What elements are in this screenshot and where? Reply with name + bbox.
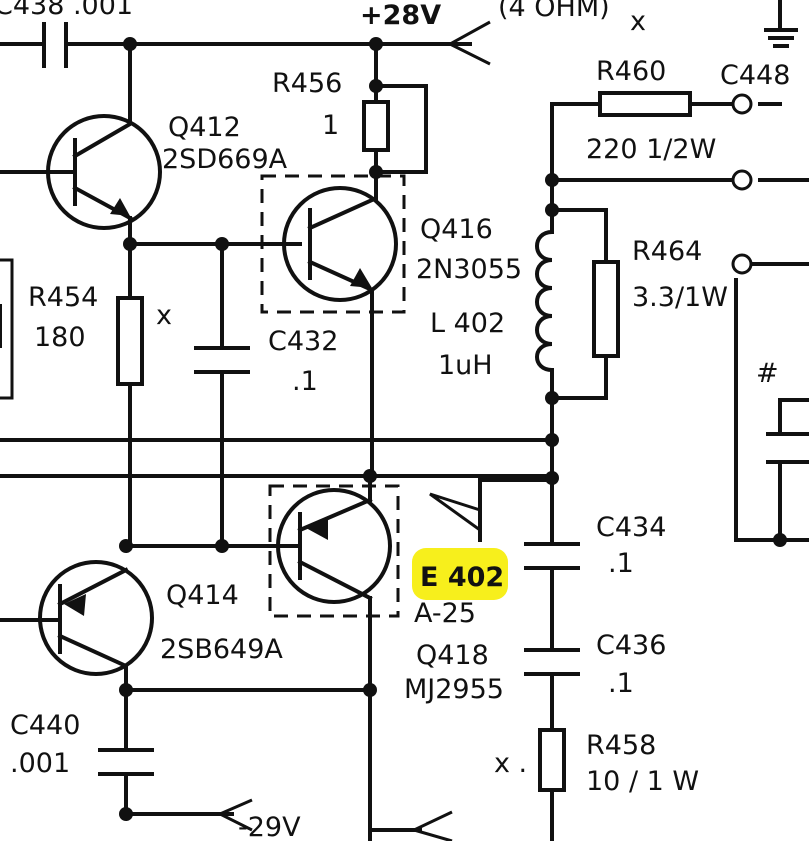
resistors: [116, 91, 692, 792]
label-q416: Q416: [420, 214, 493, 245]
label-q416-part: 2N3055: [416, 254, 522, 285]
left-bracket: [0, 258, 14, 400]
transistor-q418: [268, 484, 400, 618]
label-28v: +28V: [360, 0, 441, 31]
label-r464: R464: [632, 236, 702, 267]
label-q412-part: 2SD669A: [162, 144, 288, 175]
label-c438: C438 .001: [0, 0, 133, 21]
label-4ohm: (4 OHM): [498, 0, 610, 23]
label-c434: C434: [596, 512, 666, 543]
junction-dots: [119, 37, 787, 821]
label-c440-value: .001: [10, 748, 70, 779]
label-q418-part: MJ2955: [404, 674, 504, 705]
label-x-mid: x: [156, 300, 172, 331]
label-c448: C448: [720, 60, 790, 91]
label-q412: Q412: [168, 112, 241, 143]
transistor-q412: [46, 114, 162, 230]
label-q414: Q414: [166, 580, 239, 611]
inductor-l402: [535, 230, 553, 372]
transistor-q414: [38, 560, 154, 676]
label-q414-part: 2SB649A: [160, 634, 283, 665]
label-r464-value: 3.3/1W: [632, 282, 728, 313]
label-r456: R456: [272, 68, 342, 99]
label-l402: L 402: [430, 308, 505, 339]
label-x-top: x: [630, 6, 646, 37]
e402-highlight: [412, 548, 508, 600]
label-c432: C432: [268, 326, 338, 357]
label-c432-value: .1: [292, 366, 318, 397]
transistor-q416: [260, 174, 406, 314]
label-c440: C440: [10, 710, 80, 741]
label-q418: Q418: [416, 640, 489, 671]
label-c436-value: .1: [608, 668, 634, 699]
label-minus-29v: -29V: [238, 812, 301, 841]
label-r454-value: 180: [34, 322, 86, 353]
label-r460-value: 220 1/2W: [586, 134, 716, 165]
label-a25: A-25: [414, 598, 476, 629]
label-l402-value: 1uH: [438, 350, 493, 381]
label-r454: R454: [28, 282, 98, 313]
terminals: [731, 93, 753, 275]
label-r458-value: 10 / 1 W: [586, 766, 699, 797]
label-c436: C436: [596, 630, 666, 661]
labels: C438 .001 +28V (4 OHM) x R460 C448 R456 …: [0, 0, 790, 841]
capacitors: [98, 346, 580, 776]
label-hash: #: [756, 358, 779, 389]
label-e402: E 402: [420, 562, 504, 593]
label-r458: R458: [586, 730, 656, 761]
label-x-bottom: x .: [494, 748, 527, 779]
label-r460: R460: [596, 56, 666, 87]
label-r456-value: 1: [322, 110, 339, 141]
label-c434-value: .1: [608, 548, 634, 579]
